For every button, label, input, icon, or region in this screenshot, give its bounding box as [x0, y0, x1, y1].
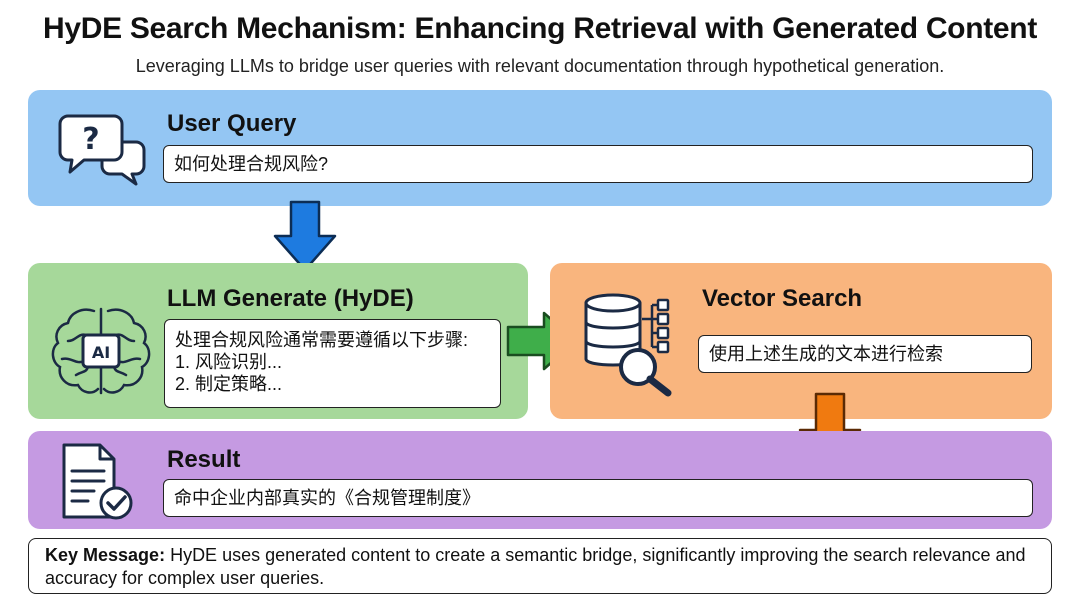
result-textbox: 命中企业内部真实的《合规管理制度》 [163, 479, 1033, 517]
user-query-textbox: 如何处理合规风险? [163, 145, 1033, 183]
question-speech-bubbles-icon: ? [58, 114, 146, 186]
llm-generated-line: 处理合规风险通常需要遵循以下步骤: [175, 330, 468, 350]
page-title: HyDE Search Mechanism: Enhancing Retriev… [42, 12, 1038, 45]
vector-search-text: 使用上述生成的文本进行检索 [709, 344, 943, 364]
down-arrow-blue-icon [273, 200, 337, 272]
llm-generate-panel: AI LLM Generate (HyDE) 处理合规风险通常需要遵循以下步骤:… [28, 263, 528, 419]
llm-generate-textbox: 处理合规风险通常需要遵循以下步骤: 1. 风险识别... 2. 制定策略... [164, 319, 501, 408]
result-text: 命中企业内部真实的《合规管理制度》 [174, 488, 480, 508]
llm-generate-heading: LLM Generate (HyDE) [167, 285, 414, 312]
user-query-text: 如何处理合规风险? [174, 154, 329, 174]
result-heading: Result [167, 446, 241, 473]
user-query-heading: User Query [167, 110, 297, 137]
database-search-icon [584, 293, 672, 397]
result-panel: Result 命中企业内部真实的《合规管理制度》 [28, 431, 1052, 529]
user-query-panel: ? User Query 如何处理合规风险? [28, 90, 1052, 206]
llm-generated-line: 2. 制定策略... [175, 374, 283, 394]
ai-brain-chip-icon: AI [51, 307, 151, 395]
page-subtitle: Leveraging LLMs to bridge user queries w… [135, 56, 945, 76]
vector-search-panel: Vector Search 使用上述生成的文本进行检索 [550, 263, 1052, 419]
key-message-box: Key Message: HyDE uses generated content… [28, 538, 1052, 594]
document-checkmark-icon [62, 443, 133, 520]
key-message-label: Key Message: [45, 545, 166, 565]
key-message-text: HyDE uses generated content to create a … [45, 545, 1026, 588]
vector-search-heading: Vector Search [702, 285, 863, 312]
ai-chip-label: AI [92, 343, 110, 362]
vector-search-textbox: 使用上述生成的文本进行检索 [698, 335, 1032, 373]
llm-generated-line: 1. 风险识别... [175, 352, 283, 372]
svg-text:?: ? [82, 122, 99, 157]
